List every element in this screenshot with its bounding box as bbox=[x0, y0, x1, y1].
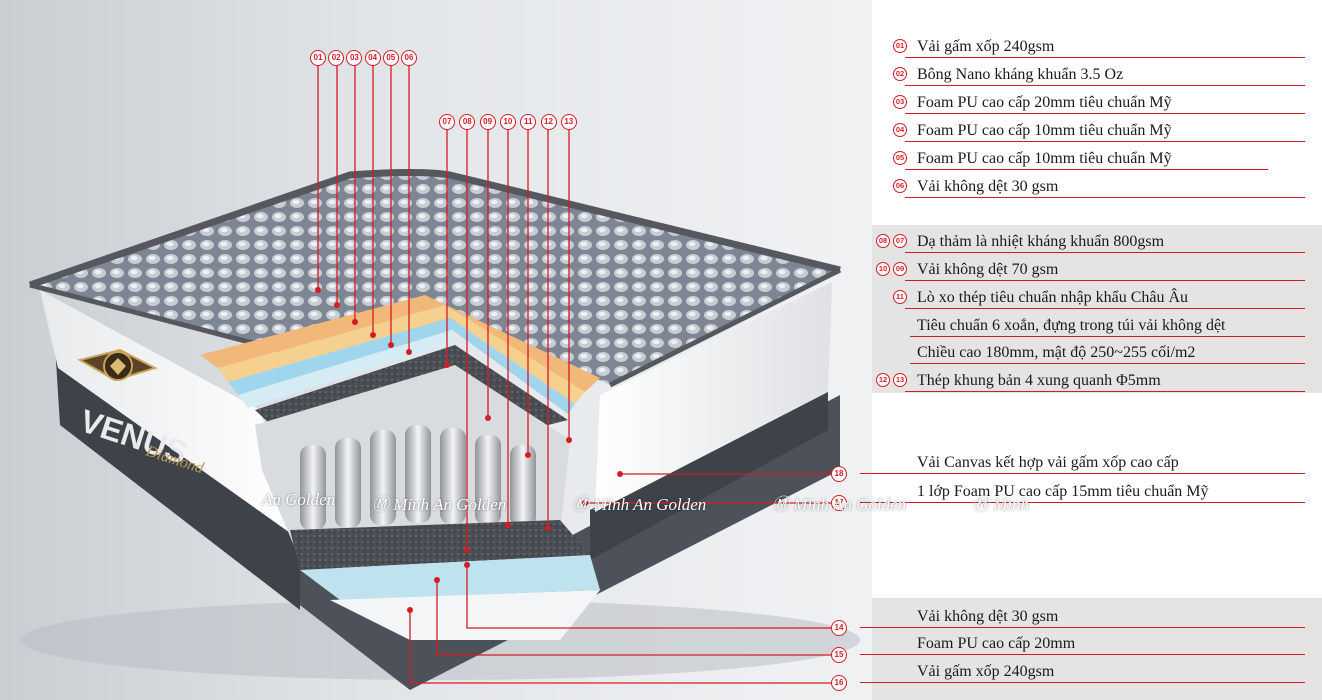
legend-badge-04: 04 bbox=[893, 123, 907, 137]
legend-badge-09: 09 bbox=[893, 262, 907, 276]
legend-item-text: Vải không dệt 30 gsm bbox=[917, 608, 1059, 625]
legend-item: 11 Lò xo thép tiêu chuẩn nhập khẩu Châu Â… bbox=[0, 287, 1322, 309]
callout-badge-04: 04 bbox=[364, 50, 381, 66]
legend-underline bbox=[860, 682, 1305, 683]
legend-badge-12: 12 bbox=[876, 373, 890, 387]
legend-badge-03: 03 bbox=[893, 95, 907, 109]
legend-item-text: Foam PU cao cấp 10mm tiêu chuẩn Mỹ bbox=[917, 150, 1172, 167]
legend-underline bbox=[905, 391, 1305, 392]
watermark-logo-icon: Ⓜ bbox=[572, 495, 589, 514]
callout-badge-11: 11 bbox=[520, 114, 537, 130]
legend-underline bbox=[860, 502, 1305, 503]
watermark-1: Ⓜ Minh An Golden bbox=[372, 495, 507, 514]
legend-band-bottom bbox=[872, 598, 1322, 700]
legend-item: 01 Vải gấm xốp 240gsm bbox=[0, 36, 1322, 58]
legend-item-text: Vải gấm xốp 240gsm bbox=[917, 663, 1055, 680]
callout-badge-05: 05 bbox=[382, 50, 399, 66]
callout-badge-13: 13 bbox=[560, 114, 577, 130]
legend-underline bbox=[905, 141, 1305, 142]
legend-badge-01: 01 bbox=[893, 39, 907, 53]
brand-logo-icon bbox=[77, 348, 158, 382]
legend-item: 03 Foam PU cao cấp 20mm tiêu chuẩn Mỹ bbox=[0, 92, 1322, 114]
legend-badge-07: 07 bbox=[893, 234, 907, 248]
callout-badge-15: 15 bbox=[831, 647, 847, 663]
callout-badge-10: 10 bbox=[499, 114, 516, 130]
callout-badge-03: 03 bbox=[346, 50, 363, 66]
legend-item-text: Vải Canvas kết hợp vải gấm xốp cao cấp bbox=[917, 454, 1179, 471]
callout-badge-01: 01 bbox=[310, 50, 326, 66]
legend-item: Tiêu chuẩn 6 xoắn, đựng trong túi vải kh… bbox=[0, 315, 1322, 337]
watermark-3: Ⓜ Minh An Golden bbox=[772, 495, 907, 514]
legend-item-text: Tiêu chuẩn 6 xoắn, đựng trong túi vải kh… bbox=[917, 317, 1226, 334]
callout-badge-16: 16 bbox=[831, 675, 847, 691]
legend-underline bbox=[905, 197, 1305, 198]
watermark-partial-right: Ⓜ Minh bbox=[972, 495, 1030, 514]
callout-badge-07: 07 bbox=[439, 114, 455, 130]
legend-item: 02 Bông Nano kháng khuẩn 3.5 Oz bbox=[0, 64, 1322, 86]
legend-item-text: Dạ thảm là nhiệt kháng khuẩn 800gsm bbox=[917, 233, 1165, 250]
legend-item-text: Foam PU cao cấp 20mm tiêu chuẩn Mỹ bbox=[917, 94, 1172, 111]
legend-badge-08: 08 bbox=[876, 234, 890, 248]
callout-badge-12: 12 bbox=[540, 114, 557, 130]
legend-item-text: Foam PU cao cấp 20mm bbox=[917, 635, 1076, 652]
legend-item: 05 Foam PU cao cấp 10mm tiêu chuẩn Mỹ bbox=[0, 148, 1322, 170]
legend-underline bbox=[905, 169, 1268, 170]
legend-item: Foam PU cao cấp 20mm bbox=[0, 633, 1322, 655]
legend-item-text: Lò xo thép tiêu chuẩn nhập khẩu Châu Âu bbox=[917, 289, 1189, 306]
callout-badge-02: 02 bbox=[328, 50, 345, 66]
legend-band-core bbox=[872, 225, 1322, 393]
callout-badge-06: 06 bbox=[401, 50, 417, 66]
legend-underline bbox=[905, 85, 1305, 86]
legend-item-text: Vải không dệt 30 gsm bbox=[917, 178, 1059, 195]
legend-badge-11: 11 bbox=[893, 290, 907, 304]
legend-underline bbox=[905, 57, 1305, 58]
callout-badge-17: 17 bbox=[831, 495, 847, 511]
callout-badge-09: 09 bbox=[479, 114, 496, 130]
legend-underline bbox=[860, 473, 1305, 474]
legend-underline bbox=[910, 363, 1305, 364]
legend-item: 06 Vải không dệt 30 gsm bbox=[0, 176, 1322, 198]
mattress-cutaway-illustration: VENUS Diamond bbox=[20, 64, 860, 690]
legend-item-text: Bông Nano kháng khuẩn 3.5 Oz bbox=[917, 66, 1124, 83]
callout-lines-top bbox=[317, 64, 845, 684]
legend-item-text: 1 lớp Foam PU cao cấp 15mm tiêu chuẩn Mỹ bbox=[917, 483, 1209, 500]
watermark-logo-icon: Ⓜ bbox=[772, 495, 789, 514]
legend-item: Chiều cao 180mm, mật độ 250~255 cối/m2 bbox=[0, 342, 1322, 364]
callout-badge-14: 14 bbox=[831, 620, 847, 636]
legend-item-text: Chiều cao 180mm, mật độ 250~255 cối/m2 bbox=[917, 344, 1196, 361]
legend-underline bbox=[860, 627, 1305, 628]
callout-badge-08: 08 bbox=[459, 114, 476, 130]
legend-item-text: Thép khung bản 4 xung quanh Φ5mm bbox=[917, 372, 1161, 389]
watermark-logo-icon: Ⓜ bbox=[972, 495, 989, 514]
legend-item: Vải không dệt 30 gsm bbox=[0, 606, 1322, 628]
legend-item-text: Vải không dệt 70 gsm bbox=[917, 261, 1059, 278]
legend-underline bbox=[905, 113, 1305, 114]
watermark-2: Ⓜ Minh An Golden bbox=[572, 495, 707, 514]
legend-underline bbox=[905, 280, 1305, 281]
legend-item: 04 Foam PU cao cấp 10mm tiêu chuẩn Mỹ bbox=[0, 120, 1322, 142]
legend-underline bbox=[905, 308, 1305, 309]
legend-item-text: Vải gấm xốp 240gsm bbox=[917, 38, 1055, 55]
legend-item: 1 lớp Foam PU cao cấp 15mm tiêu chuẩn Mỹ bbox=[0, 481, 1322, 503]
legend-badge-02: 02 bbox=[893, 67, 907, 81]
callout-badge-18: 18 bbox=[831, 466, 847, 482]
legend-item: Vải gấm xốp 240gsm bbox=[0, 661, 1322, 683]
legend-item: Vải Canvas kết hợp vải gấm xốp cao cấp bbox=[0, 452, 1322, 474]
watermark-partial-left: An Golden bbox=[262, 490, 336, 509]
legend-badge-05: 05 bbox=[893, 151, 907, 165]
watermark-logo-icon: Ⓜ bbox=[372, 495, 389, 514]
spring-coils bbox=[300, 425, 536, 530]
legend-underline bbox=[910, 336, 1305, 337]
legend-underline bbox=[905, 252, 1305, 253]
legend-underline bbox=[860, 654, 1305, 655]
legend-badge-06: 06 bbox=[893, 179, 907, 193]
legend-badge-13: 13 bbox=[893, 373, 907, 387]
legend-item-text: Foam PU cao cấp 10mm tiêu chuẩn Mỹ bbox=[917, 122, 1172, 139]
legend-badge-10: 10 bbox=[876, 262, 890, 276]
